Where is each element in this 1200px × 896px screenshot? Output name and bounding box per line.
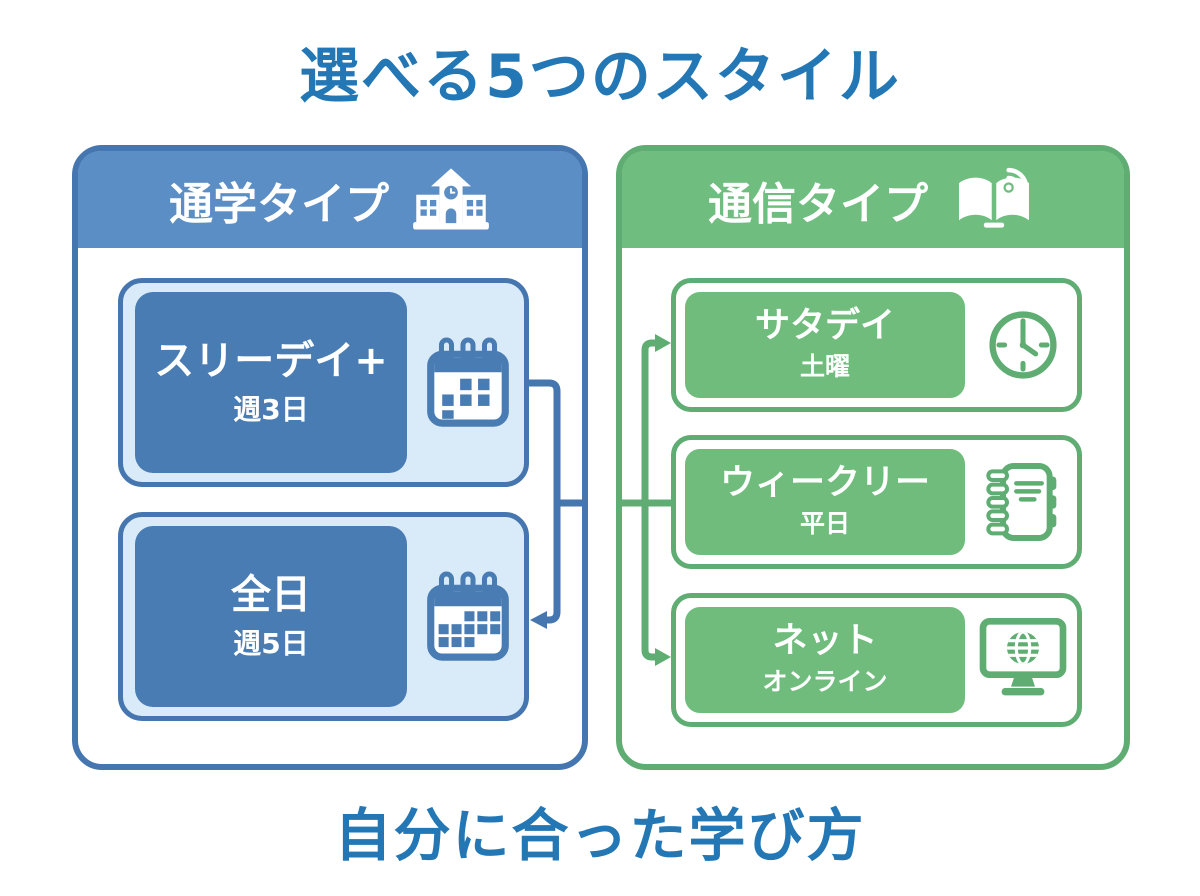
card-fullday-subtitle: 週5日 — [233, 626, 309, 660]
card-threeday-label: スリーデイ+ 週3日 — [135, 292, 407, 473]
card-weekly-title: ウィークリー — [719, 462, 930, 503]
card-saturday-title: サタデイ — [754, 305, 895, 346]
commute-panel-title: 通学タイプ — [169, 178, 389, 230]
clock-icon — [968, 283, 1078, 407]
card-fullday-title: 全日 — [231, 571, 311, 618]
notebook-icon — [968, 440, 1078, 564]
calendar-sparse-icon — [411, 283, 524, 482]
correspondence-panel-title: 通信タイプ — [708, 178, 928, 230]
card-threeday-title: スリーデイ+ — [154, 337, 388, 384]
card-net-label: ネット オンライン — [685, 607, 965, 713]
card-weekly-label: ウィークリー 平日 — [685, 449, 965, 555]
commute-panel-header: 通学タイプ — [78, 151, 582, 248]
card-net: ネット オンライン — [671, 593, 1082, 727]
school-icon — [411, 167, 491, 233]
card-saturday-label: サタデイ 土曜 — [685, 292, 965, 398]
card-net-title: ネット — [772, 620, 878, 661]
card-net-subtitle: オンライン — [762, 667, 888, 697]
card-fullday-label: 全日 週5日 — [135, 526, 407, 707]
footer-tagline: 自分に合った学び方 — [334, 803, 866, 869]
book-wifi-icon — [950, 166, 1038, 234]
page-title: 選べる5つのスタイル — [299, 42, 901, 112]
card-saturday: サタデイ 土曜 — [671, 278, 1082, 412]
card-threeday: スリーデイ+ 週3日 — [118, 278, 529, 487]
card-threeday-subtitle: 週3日 — [233, 392, 309, 426]
correspondence-panel-header: 通信タイプ — [622, 151, 1124, 248]
commute-type-panel: 通学タイプ — [72, 145, 588, 770]
card-weekly: ウィークリー 平日 — [671, 435, 1082, 569]
correspondence-type-panel: 通信タイプ サタデイ 土曜 — [616, 145, 1130, 770]
card-saturday-subtitle: 土曜 — [799, 352, 850, 382]
calendar-full-icon — [411, 517, 524, 716]
card-weekly-subtitle: 平日 — [799, 509, 850, 539]
monitor-globe-icon — [968, 598, 1078, 722]
card-fullday: 全日 週5日 — [118, 512, 529, 721]
